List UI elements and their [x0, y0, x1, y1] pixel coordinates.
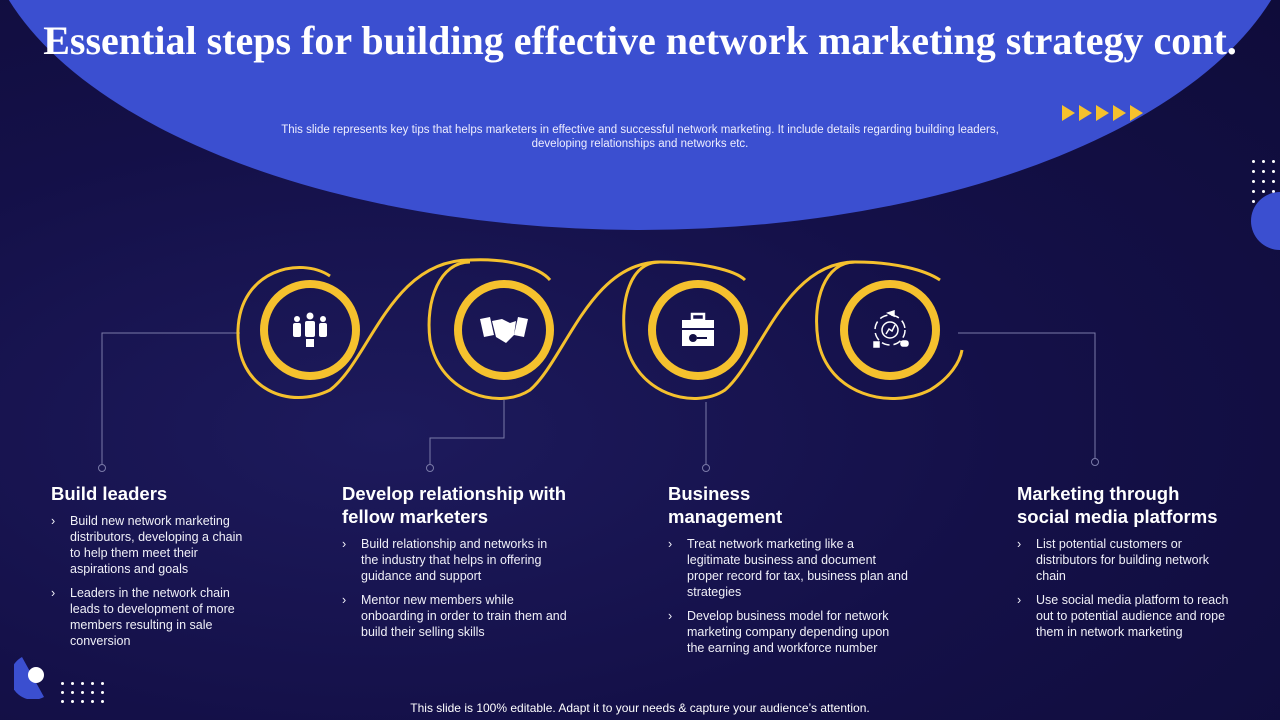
footer-note: This slide is 100% editable. Adapt it to… — [410, 701, 870, 715]
handshake-icon — [479, 305, 529, 355]
page-title: Essential steps for building effective n… — [43, 18, 1237, 63]
team-leader-icon — [285, 305, 335, 355]
page-subtitle: This slide represents key tips that help… — [281, 124, 999, 150]
step-bullet: Build new network marketing distributors… — [51, 513, 251, 577]
step-title: Business management — [668, 483, 783, 527]
step-bullet: Leaders in the network chain leads to de… — [51, 585, 251, 649]
pie-decoration — [14, 657, 44, 699]
step-title: Build leaders — [51, 483, 168, 504]
social-media-marketing-icon — [865, 305, 915, 355]
step-bullet: Build relationship and networks in the i… — [342, 536, 567, 584]
dots-decoration-bottom — [61, 682, 104, 703]
toolbox-gear-icon — [673, 305, 723, 355]
spiral-path — [236, 258, 964, 400]
connector-lines — [101, 332, 1096, 464]
step-1: Build leaders Build new network marketin… — [51, 482, 251, 657]
step-title: Marketing through social media platforms — [1017, 483, 1218, 527]
step-3: Business management Treat network market… — [668, 482, 908, 664]
step-4: Marketing through social media platforms… — [1017, 482, 1232, 648]
step-bullet: Develop business model for network marke… — [668, 608, 908, 656]
step-bullet: Use social media platform to reach out t… — [1017, 592, 1232, 640]
step-2: Develop relationship with fellow markete… — [342, 482, 567, 648]
step-rings — [260, 280, 940, 380]
step-bullet: List potential customers or distributors… — [1017, 536, 1232, 584]
step-bullet: Mentor new members while onboarding in o… — [342, 592, 567, 640]
step-bullet: Treat network marketing like a legitimat… — [668, 536, 908, 600]
arrows-decoration — [1062, 105, 1143, 121]
step-title: Develop relationship with fellow markete… — [342, 483, 567, 527]
